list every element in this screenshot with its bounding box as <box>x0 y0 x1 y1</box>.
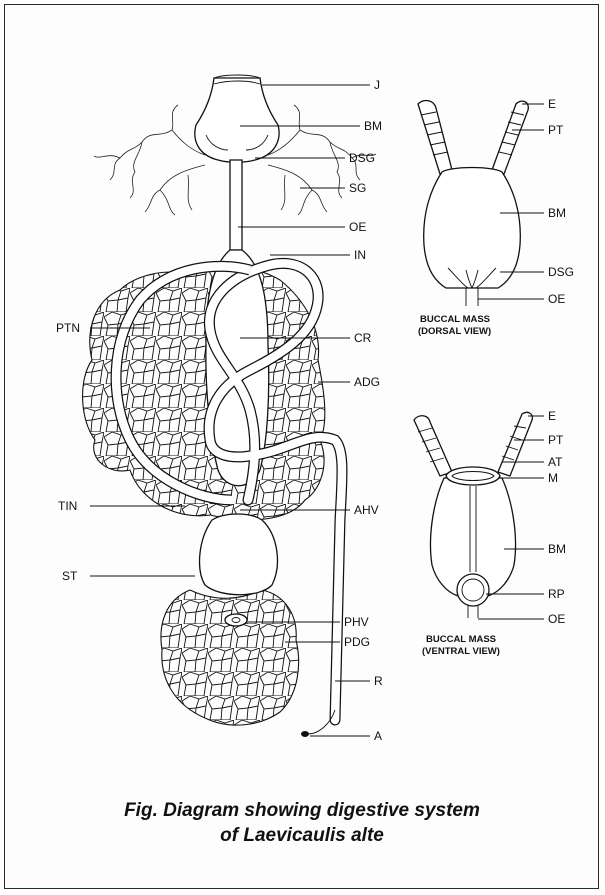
label-SG: SG <box>349 181 366 195</box>
dorsal-oesophagus <box>466 288 478 306</box>
pyloric-valve <box>225 614 247 626</box>
ventral-label-AT: AT <box>548 455 563 469</box>
label-A: A <box>374 729 382 743</box>
dorsal-protractor-right <box>492 101 528 174</box>
label-ST: ST <box>62 569 78 583</box>
dorsal-protractor-left <box>418 101 452 174</box>
ventral-label-E: E <box>548 409 556 423</box>
label-CR: CR <box>354 331 372 345</box>
dorsal-label-OE: OE <box>548 292 565 306</box>
label-PDG: PDG <box>344 635 370 649</box>
label-OE: OE <box>349 220 366 234</box>
figure-caption: Fig. Diagram showing digestive system of… <box>124 800 480 846</box>
ventral-view-title: BUCCAL MASS <box>426 634 496 645</box>
label-R: R <box>374 674 383 688</box>
anus <box>301 731 309 737</box>
label-AHV: AHV <box>354 503 379 517</box>
label-PHV: PHV <box>344 615 369 629</box>
salivary-gland-left <box>94 105 205 215</box>
label-J: J <box>374 78 380 92</box>
ventral-label-PT: PT <box>548 433 564 447</box>
dorsal-label-E: E <box>548 97 556 111</box>
ventral-label-RP: RP <box>548 587 565 601</box>
dorsal-view-subtitle: (DORSAL VIEW) <box>418 326 491 337</box>
dorsal-label-DSG: DSG <box>548 265 574 279</box>
ventral-protractor-right <box>498 412 532 476</box>
dorsal-label-BM: BM <box>548 206 566 220</box>
dorsal-buccal-body <box>424 168 521 289</box>
ventral-oesophagus <box>468 606 478 618</box>
main-buccal-mass <box>195 78 279 162</box>
dorsal-label-PT: PT <box>548 123 564 137</box>
ventral-view-subtitle: (VENTRAL VIEW) <box>422 646 500 657</box>
buccal-mass-dorsal-view: E PT BM DSG OE BUCCAL MASS (DORSAL VIEW) <box>418 97 574 337</box>
ventral-mouth <box>446 467 500 485</box>
label-ADG: ADG <box>354 375 380 389</box>
ventral-label-BM: BM <box>548 542 566 556</box>
label-PTN: PTN <box>56 321 80 335</box>
label-BM: BM <box>364 119 382 133</box>
caption-line-1: Fig. Diagram showing digestive system <box>124 800 480 821</box>
oesophagus <box>230 160 242 250</box>
caption-line-2: of Laevicaulis alte <box>220 825 384 846</box>
label-TIN: TIN <box>58 499 77 513</box>
label-IN: IN <box>354 248 366 262</box>
ventral-label-M: M <box>548 471 558 485</box>
main-gut-drawing <box>83 75 376 737</box>
posterior-digestive-gland <box>161 590 299 725</box>
dorsal-view-title: BUCCAL MASS <box>420 314 490 325</box>
ventral-label-OE: OE <box>548 612 565 626</box>
buccal-mass-ventral-view: E PT AT M BM RP OE BUCCAL MASS (VENTRAL … <box>414 409 566 657</box>
label-DSG: DSG <box>349 151 375 165</box>
stomach <box>200 514 278 595</box>
ventral-protractor-left <box>414 416 452 476</box>
